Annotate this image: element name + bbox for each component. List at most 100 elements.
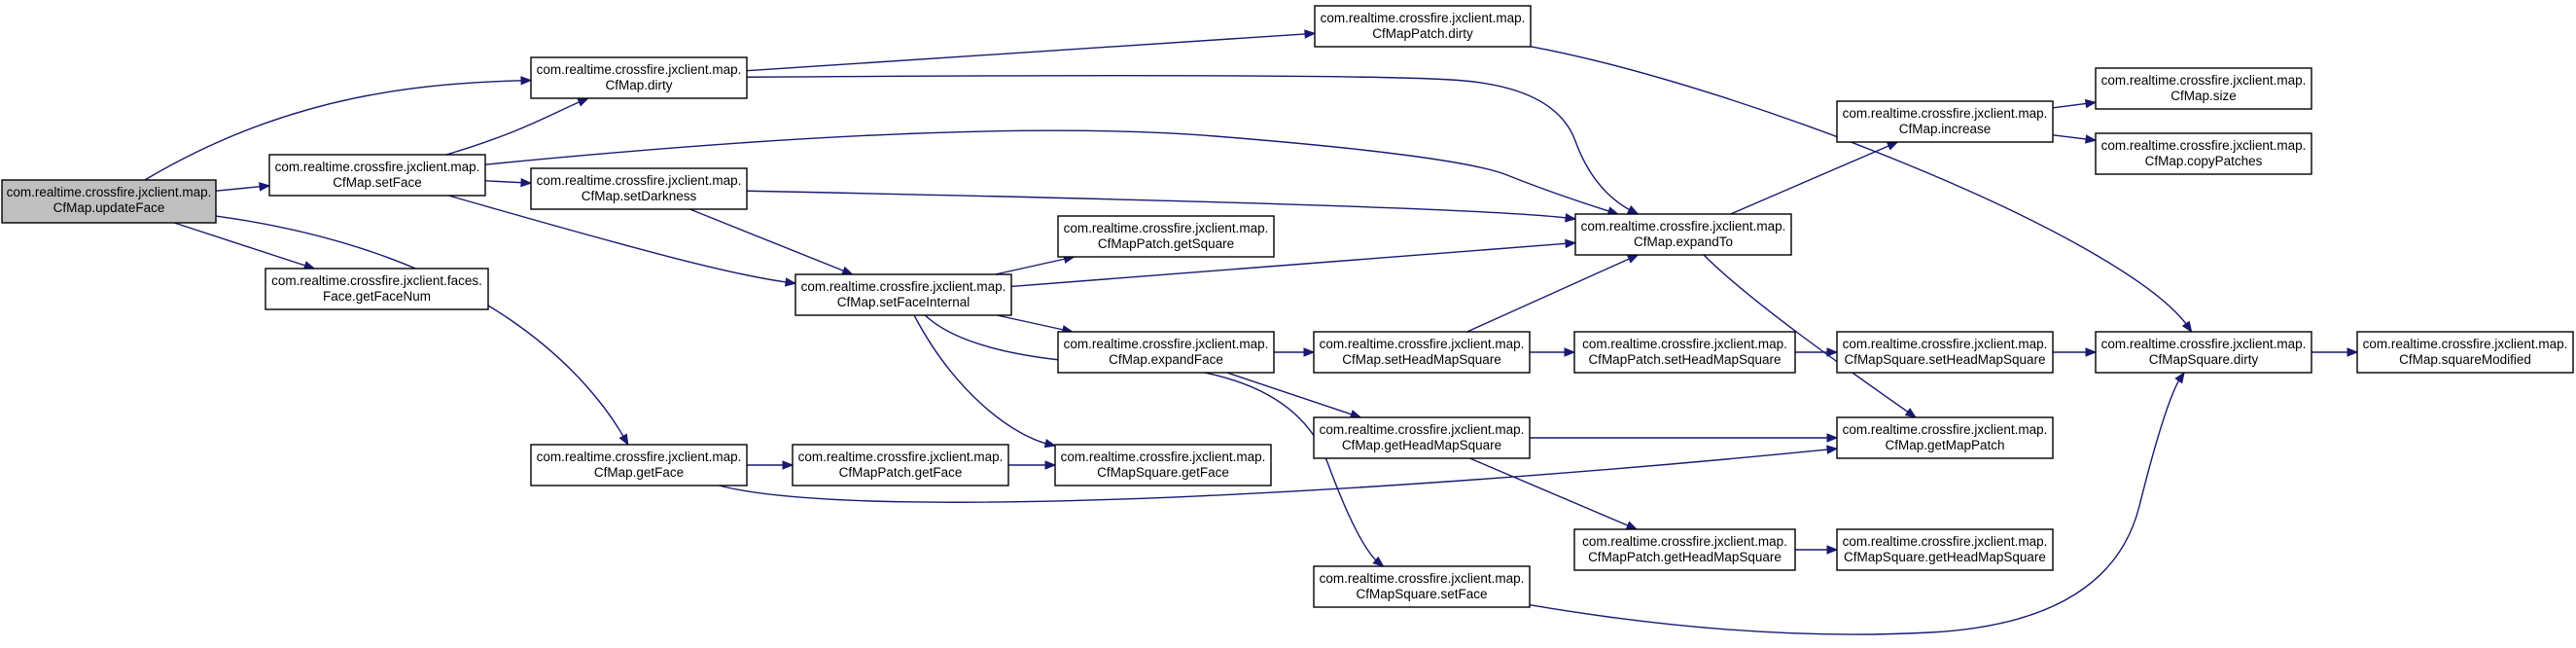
node-box[interactable] xyxy=(2095,67,2312,110)
node-box[interactable] xyxy=(2095,132,2312,175)
node-squareDirty[interactable]: com.realtime.crossfire.jxclient.map.CfMa… xyxy=(2095,331,2312,374)
node-label-line: CfMap.increase xyxy=(1899,122,1992,136)
edge-setFaceInternal-to-patchGetSquare xyxy=(995,256,1075,275)
edge-getHeadMapSquare-to-patchGetHead xyxy=(1469,457,1638,530)
node-label-line: com.realtime.crossfire.jxclient.map. xyxy=(2101,138,2307,153)
node-label-line: CfMap.setHeadMapSquare xyxy=(1342,352,1501,367)
node-patchSetHead[interactable]: com.realtime.crossfire.jxclient.map.CfMa… xyxy=(1573,331,1796,374)
node-setHeadMapSquare[interactable]: com.realtime.crossfire.jxclient.map.CfMa… xyxy=(1313,331,1531,374)
node-box[interactable] xyxy=(1057,331,1275,374)
node-expandFace[interactable]: com.realtime.crossfire.jxclient.map.CfMa… xyxy=(1057,331,1275,374)
node-squareSetFace[interactable]: com.realtime.crossfire.jxclient.map.CfMa… xyxy=(1313,565,1531,608)
node-getMapPatch[interactable]: com.realtime.crossfire.jxclient.map.CfMa… xyxy=(1836,416,2054,459)
arrowhead-squareModified xyxy=(2347,347,2359,357)
node-box[interactable] xyxy=(1057,215,1275,258)
edge-expandTo-to-increase xyxy=(1730,141,1898,215)
arrowhead-expandTo xyxy=(1564,213,1577,223)
node-getFace[interactable]: com.realtime.crossfire.jxclient.map.CfMa… xyxy=(530,444,748,486)
edge-getFace-to-getMapPatch xyxy=(719,448,1838,503)
arrowhead-getMapPatch xyxy=(1826,445,1839,454)
node-box[interactable] xyxy=(268,154,486,197)
node-label-line: com.realtime.crossfire.jxclient.map. xyxy=(2101,337,2307,351)
node-patchGetSquare[interactable]: com.realtime.crossfire.jxclient.map.CfMa… xyxy=(1057,215,1275,258)
node-label-line: CfMap.getMapPatch xyxy=(1885,438,2004,452)
arrowhead-copyPatches xyxy=(2084,134,2098,144)
node-box[interactable] xyxy=(1054,444,1272,486)
edge-setFaceInternal-to-squareSetFace xyxy=(924,314,1384,567)
node-box[interactable] xyxy=(1573,331,1796,374)
edge-patchDirty-to-squareDirty xyxy=(1530,46,2193,333)
node-box[interactable] xyxy=(2095,331,2312,374)
node-box[interactable] xyxy=(1574,213,1792,256)
node-box[interactable] xyxy=(1314,5,1532,48)
edge-setHeadMapSquare-to-expandTo xyxy=(1466,254,1639,333)
node-box[interactable] xyxy=(530,167,748,210)
node-dirty[interactable]: com.realtime.crossfire.jxclient.map.CfMa… xyxy=(530,56,748,99)
node-box[interactable] xyxy=(1836,416,2054,459)
node-box[interactable] xyxy=(1836,331,2054,374)
node-getHeadMapSquare[interactable]: com.realtime.crossfire.jxclient.map.CfMa… xyxy=(1313,416,1531,459)
edge-setDarkness-to-expandTo xyxy=(746,190,1576,220)
node-patchDirty[interactable]: com.realtime.crossfire.jxclient.map.CfMa… xyxy=(1314,5,1532,48)
node-label-line: CfMap.setFaceInternal xyxy=(837,295,970,309)
node-squareGetFace[interactable]: com.realtime.crossfire.jxclient.map.CfMa… xyxy=(1054,444,1272,486)
node-box[interactable] xyxy=(530,444,748,486)
node-squareGetHead[interactable]: com.realtime.crossfire.jxclient.map.CfMa… xyxy=(1836,528,2054,571)
node-squareSetHead[interactable]: com.realtime.crossfire.jxclient.map.CfMa… xyxy=(1836,331,2054,374)
edge-dirty-to-patchDirty xyxy=(746,32,1316,72)
node-box[interactable] xyxy=(2356,331,2574,374)
arrowhead-setFaceInternal xyxy=(785,277,797,287)
node-setFaceInternal[interactable]: com.realtime.crossfire.jxclient.map.CfMa… xyxy=(794,273,1012,316)
node-patchGetFace[interactable]: com.realtime.crossfire.jxclient.map.CfMa… xyxy=(792,444,1009,486)
node-label-line: com.realtime.crossfire.jxclient.map. xyxy=(1320,422,1525,437)
node-box[interactable] xyxy=(1836,528,2054,571)
node-label-line: com.realtime.crossfire.jxclient.map. xyxy=(1320,337,1525,351)
node-box[interactable] xyxy=(792,444,1009,486)
node-setDarkness[interactable]: com.realtime.crossfire.jxclient.map.CfMa… xyxy=(530,167,748,210)
arrowhead-squareDirty xyxy=(2181,320,2193,334)
node-box[interactable] xyxy=(1,179,217,224)
arrowhead-getMapPatch xyxy=(1904,408,1918,418)
edge-dirty-to-expandTo xyxy=(746,75,1639,215)
node-label-line: CfMapPatch.getFace xyxy=(839,465,963,480)
node-label-line: com.realtime.crossfire.jxclient.map. xyxy=(275,160,480,174)
node-expandTo[interactable]: com.realtime.crossfire.jxclient.map.CfMa… xyxy=(1574,213,1792,256)
node-label-line: CfMapSquare.getHeadMapSquare xyxy=(1844,550,2046,564)
node-label-line: com.realtime.crossfire.jxclient.map. xyxy=(1843,106,2048,121)
node-size[interactable]: com.realtime.crossfire.jxclient.map.CfMa… xyxy=(2095,67,2312,110)
edge-setFaceInternal-to-squareGetFace xyxy=(913,314,1056,447)
edge-squareSetFace-to-squareDirty xyxy=(1529,372,2185,635)
node-label-line: CfMap.getHeadMapSquare xyxy=(1342,438,1501,452)
node-copyPatches[interactable]: com.realtime.crossfire.jxclient.map.CfMa… xyxy=(2095,132,2312,175)
node-box[interactable] xyxy=(1573,528,1796,571)
node-box[interactable] xyxy=(1313,416,1531,459)
node-patchGetHead[interactable]: com.realtime.crossfire.jxclient.map.CfMa… xyxy=(1573,528,1796,571)
node-label-line: com.realtime.crossfire.jxclient.map. xyxy=(1320,571,1525,586)
node-box[interactable] xyxy=(1313,565,1531,608)
node-setFace[interactable]: com.realtime.crossfire.jxclient.map.CfMa… xyxy=(268,154,486,197)
arrowhead-size xyxy=(2084,98,2098,109)
arrowhead-squareSetFace xyxy=(1372,556,1385,567)
node-box[interactable] xyxy=(1836,100,2054,143)
node-box[interactable] xyxy=(1313,331,1531,374)
nodes-layer: com.realtime.crossfire.jxclient.map.CfMa… xyxy=(1,5,2574,608)
node-box[interactable] xyxy=(265,268,489,310)
node-squareModified[interactable]: com.realtime.crossfire.jxclient.map.CfMa… xyxy=(2356,331,2574,374)
node-label-line: com.realtime.crossfire.jxclient.map. xyxy=(1581,219,1786,234)
arrowhead-dirty xyxy=(577,97,590,107)
node-increase[interactable]: com.realtime.crossfire.jxclient.map.CfMa… xyxy=(1836,100,2054,143)
node-label-line: com.realtime.crossfire.jxclient.map. xyxy=(1843,337,2048,351)
node-label-line: CfMapPatch.getHeadMapSquare xyxy=(1588,550,1782,564)
node-box[interactable] xyxy=(794,273,1012,316)
node-getFaceNum[interactable]: com.realtime.crossfire.jxclient.faces.Fa… xyxy=(265,268,489,310)
arrowhead-expandTo xyxy=(1626,205,1640,215)
node-updateFace[interactable]: com.realtime.crossfire.jxclient.map.CfMa… xyxy=(1,179,217,224)
arrowhead-getMapPatch xyxy=(1826,433,1839,443)
node-label-line: CfMap.squareModified xyxy=(2399,352,2531,367)
arrowhead-patchGetFace xyxy=(782,460,794,470)
node-box[interactable] xyxy=(530,56,748,99)
node-label-line: com.realtime.crossfire.jxclient.map. xyxy=(1843,534,2048,549)
arrowhead-setHeadMapSquare xyxy=(1303,347,1316,357)
arrowhead-getFace xyxy=(618,433,629,447)
